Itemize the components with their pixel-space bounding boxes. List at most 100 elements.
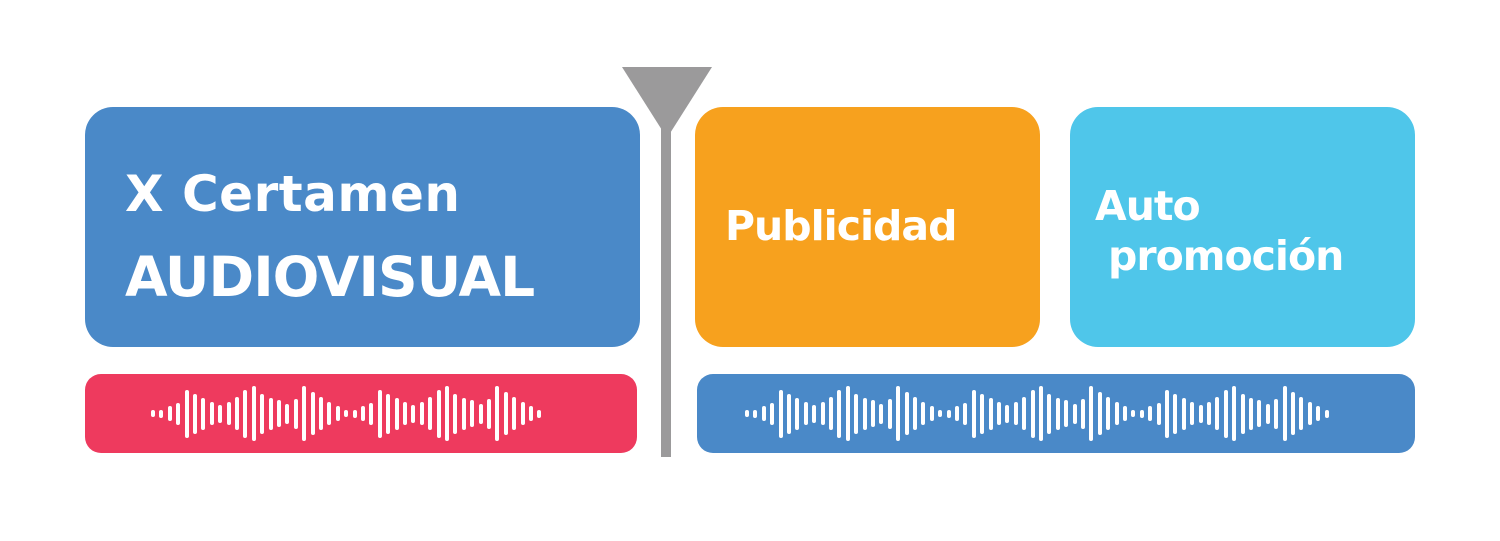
wave-bar [929, 406, 934, 421]
wave-bar [904, 392, 909, 435]
wave-bar [1114, 402, 1119, 425]
wave-bar [327, 402, 332, 425]
wave-bar [352, 409, 357, 418]
certamen-title-panel: X Certamen AUDIOVISUAL [85, 107, 640, 347]
wave-bar [268, 397, 273, 430]
wave-bar [487, 398, 491, 429]
category-autopromocion[interactable]: Auto promoción [1070, 107, 1415, 347]
wave-bar [411, 404, 416, 423]
wave-bar [887, 398, 892, 429]
title-line2: AUDIOVISUAL [125, 245, 535, 309]
category-autopromocion-line2: promoción [1108, 232, 1344, 280]
wave-bar [344, 410, 349, 417]
wave-bar [428, 397, 433, 430]
wave-bar [938, 410, 943, 417]
wave-bar [159, 409, 164, 418]
wave-bar [226, 402, 231, 425]
wave-bar [529, 406, 533, 421]
wave-bar [778, 389, 783, 438]
wave-bar [1089, 386, 1094, 441]
wave-bar [293, 398, 298, 429]
wave-bar [285, 403, 290, 424]
wave-bar [1299, 397, 1304, 430]
wave-bar [1240, 393, 1245, 434]
wave-bar [913, 397, 917, 430]
wave-bar [1257, 400, 1262, 427]
wave-bar [829, 397, 833, 430]
wave-bar [761, 406, 766, 421]
wave-bar [1081, 398, 1085, 429]
wave-bar [495, 386, 500, 441]
wave-bar [377, 389, 382, 438]
wave-bar [453, 393, 458, 434]
wave-bar [302, 386, 307, 441]
wave-bar [1316, 406, 1321, 421]
wave-bar [1307, 402, 1312, 425]
wave-bar [1013, 402, 1018, 425]
wave-bar [209, 402, 214, 425]
wave-bar [361, 406, 365, 421]
wave-bar [1131, 410, 1136, 417]
title-line1: X Certamen [125, 165, 461, 223]
wave-bar [921, 402, 926, 425]
wave-bar [896, 386, 901, 441]
wave-bar [1055, 397, 1060, 430]
wave-bar [988, 397, 993, 430]
wave-bar [151, 410, 155, 417]
antenna-icon [622, 67, 712, 457]
wave-bar [1249, 397, 1253, 430]
wave-bar [461, 397, 466, 430]
soundwave-icon [85, 374, 637, 453]
wave-bar [1324, 409, 1329, 418]
wave-bar [201, 397, 206, 430]
wave-bar [537, 409, 542, 418]
wave-bar [1165, 389, 1169, 438]
wave-bar [879, 403, 884, 424]
wave-bar [478, 403, 483, 424]
wave-bar [803, 402, 808, 425]
wave-bar [1207, 402, 1211, 425]
wave-bar [1198, 404, 1203, 423]
category-publicidad[interactable]: Publicidad [695, 107, 1040, 347]
wave-bar [235, 397, 239, 430]
wave-bar [1173, 393, 1178, 434]
wave-bar [167, 406, 172, 421]
wave-bar [1274, 398, 1279, 429]
wave-bar [1156, 402, 1161, 425]
wave-bar [1139, 409, 1144, 418]
wave-bar [795, 397, 800, 430]
wave-bar [277, 400, 281, 427]
wave-bar [871, 400, 875, 427]
wave-bar [854, 393, 859, 434]
wave-bar [963, 402, 968, 425]
wave-bar [394, 397, 399, 430]
wave-bar [1123, 406, 1127, 421]
wave-bar [445, 386, 449, 441]
wave-bar [436, 389, 441, 438]
wave-bar [193, 393, 197, 434]
wave-bar [787, 393, 791, 434]
wave-bar [1148, 406, 1153, 421]
wave-bar [251, 386, 256, 441]
wave-bar [335, 406, 340, 421]
wave-bar [1265, 403, 1270, 424]
wave-bar [176, 402, 181, 425]
wave-bar [837, 389, 842, 438]
wave-bar [1039, 386, 1043, 441]
category-autopromocion-line1: Auto [1095, 182, 1201, 230]
wave-bar [319, 397, 323, 430]
wave-bar [1047, 393, 1052, 434]
wave-bar [753, 409, 758, 418]
wave-bar [946, 409, 951, 418]
wave-bar [386, 393, 391, 434]
wave-bar [470, 400, 475, 427]
category-publicidad-label: Publicidad [725, 202, 957, 250]
wave-bar [243, 389, 248, 438]
wave-bar [1291, 392, 1295, 435]
wave-bar [1064, 400, 1069, 427]
wave-bar [1232, 386, 1237, 441]
wave-bar [980, 393, 985, 434]
wave-bar [260, 393, 265, 434]
wave-bar [812, 404, 817, 423]
wave-bar [1030, 389, 1035, 438]
